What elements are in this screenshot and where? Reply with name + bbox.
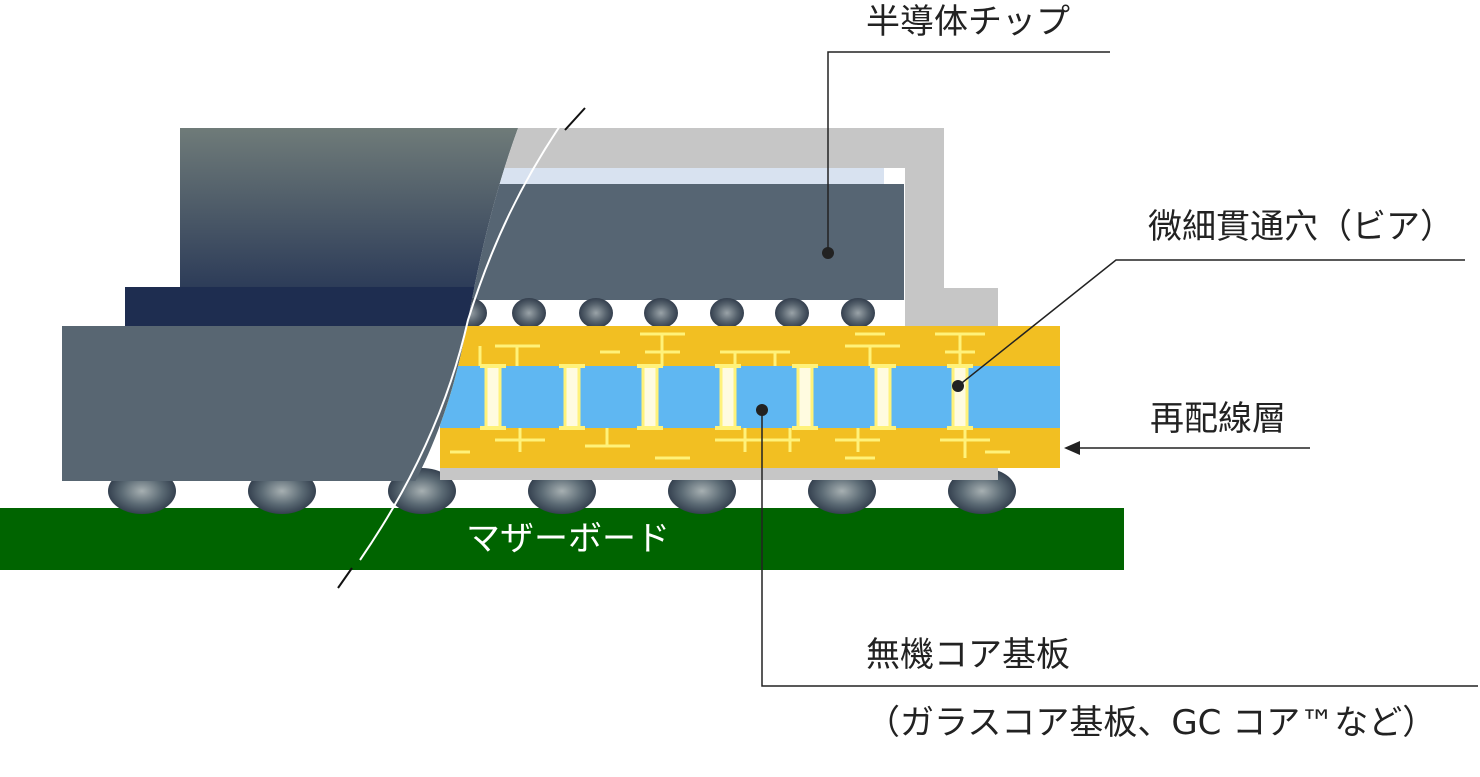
micro-bump xyxy=(579,298,613,328)
label-core: 無機コア基板 xyxy=(866,635,1070,675)
cut-line xyxy=(359,99,579,561)
micro-bump xyxy=(775,298,809,328)
leader-line xyxy=(761,410,1478,687)
micro-bump xyxy=(644,298,678,328)
leader-line xyxy=(957,259,1465,387)
cut-line-outline xyxy=(337,107,586,589)
leader-chip: 半導体チップ xyxy=(822,2,1110,259)
via xyxy=(796,364,814,430)
via xyxy=(484,364,502,430)
via xyxy=(719,364,737,430)
label-redistribution: 再配線層 xyxy=(1150,399,1286,439)
micro-bump xyxy=(512,298,546,328)
leader-dot-icon xyxy=(952,380,964,392)
leader-via: 微細貫通穴（ビア） xyxy=(952,207,1465,392)
lower-traces xyxy=(450,428,1010,460)
package-cross-section-cut xyxy=(440,128,1060,480)
via xyxy=(874,364,892,430)
leader-dot-icon xyxy=(756,404,768,416)
via xyxy=(563,364,581,430)
motherboard-label: マザーボード xyxy=(466,519,670,559)
leader-line xyxy=(827,51,1110,253)
die-attach-layer xyxy=(440,168,884,184)
motherboard xyxy=(0,508,1124,570)
leader-redistribution: 再配線層 xyxy=(1064,399,1310,455)
upper-traces xyxy=(478,332,985,366)
arrow-head-icon xyxy=(1064,441,1080,455)
semiconductor-chip xyxy=(440,184,904,300)
label-via: 微細貫通穴（ビア） xyxy=(1148,207,1454,247)
micro-bump xyxy=(841,298,875,328)
via xyxy=(951,364,969,430)
via xyxy=(641,364,659,430)
leader-dot-icon xyxy=(822,247,834,259)
label-core-note: （ガラスコア基板、GC コア™など） xyxy=(866,703,1436,743)
label-chip: 半導体チップ xyxy=(866,2,1070,42)
micro-bumps xyxy=(453,298,875,328)
leader-core: 無機コア基板 （ガラスコア基板、GC コア™など） xyxy=(756,404,1478,743)
micro-bump xyxy=(710,298,744,328)
